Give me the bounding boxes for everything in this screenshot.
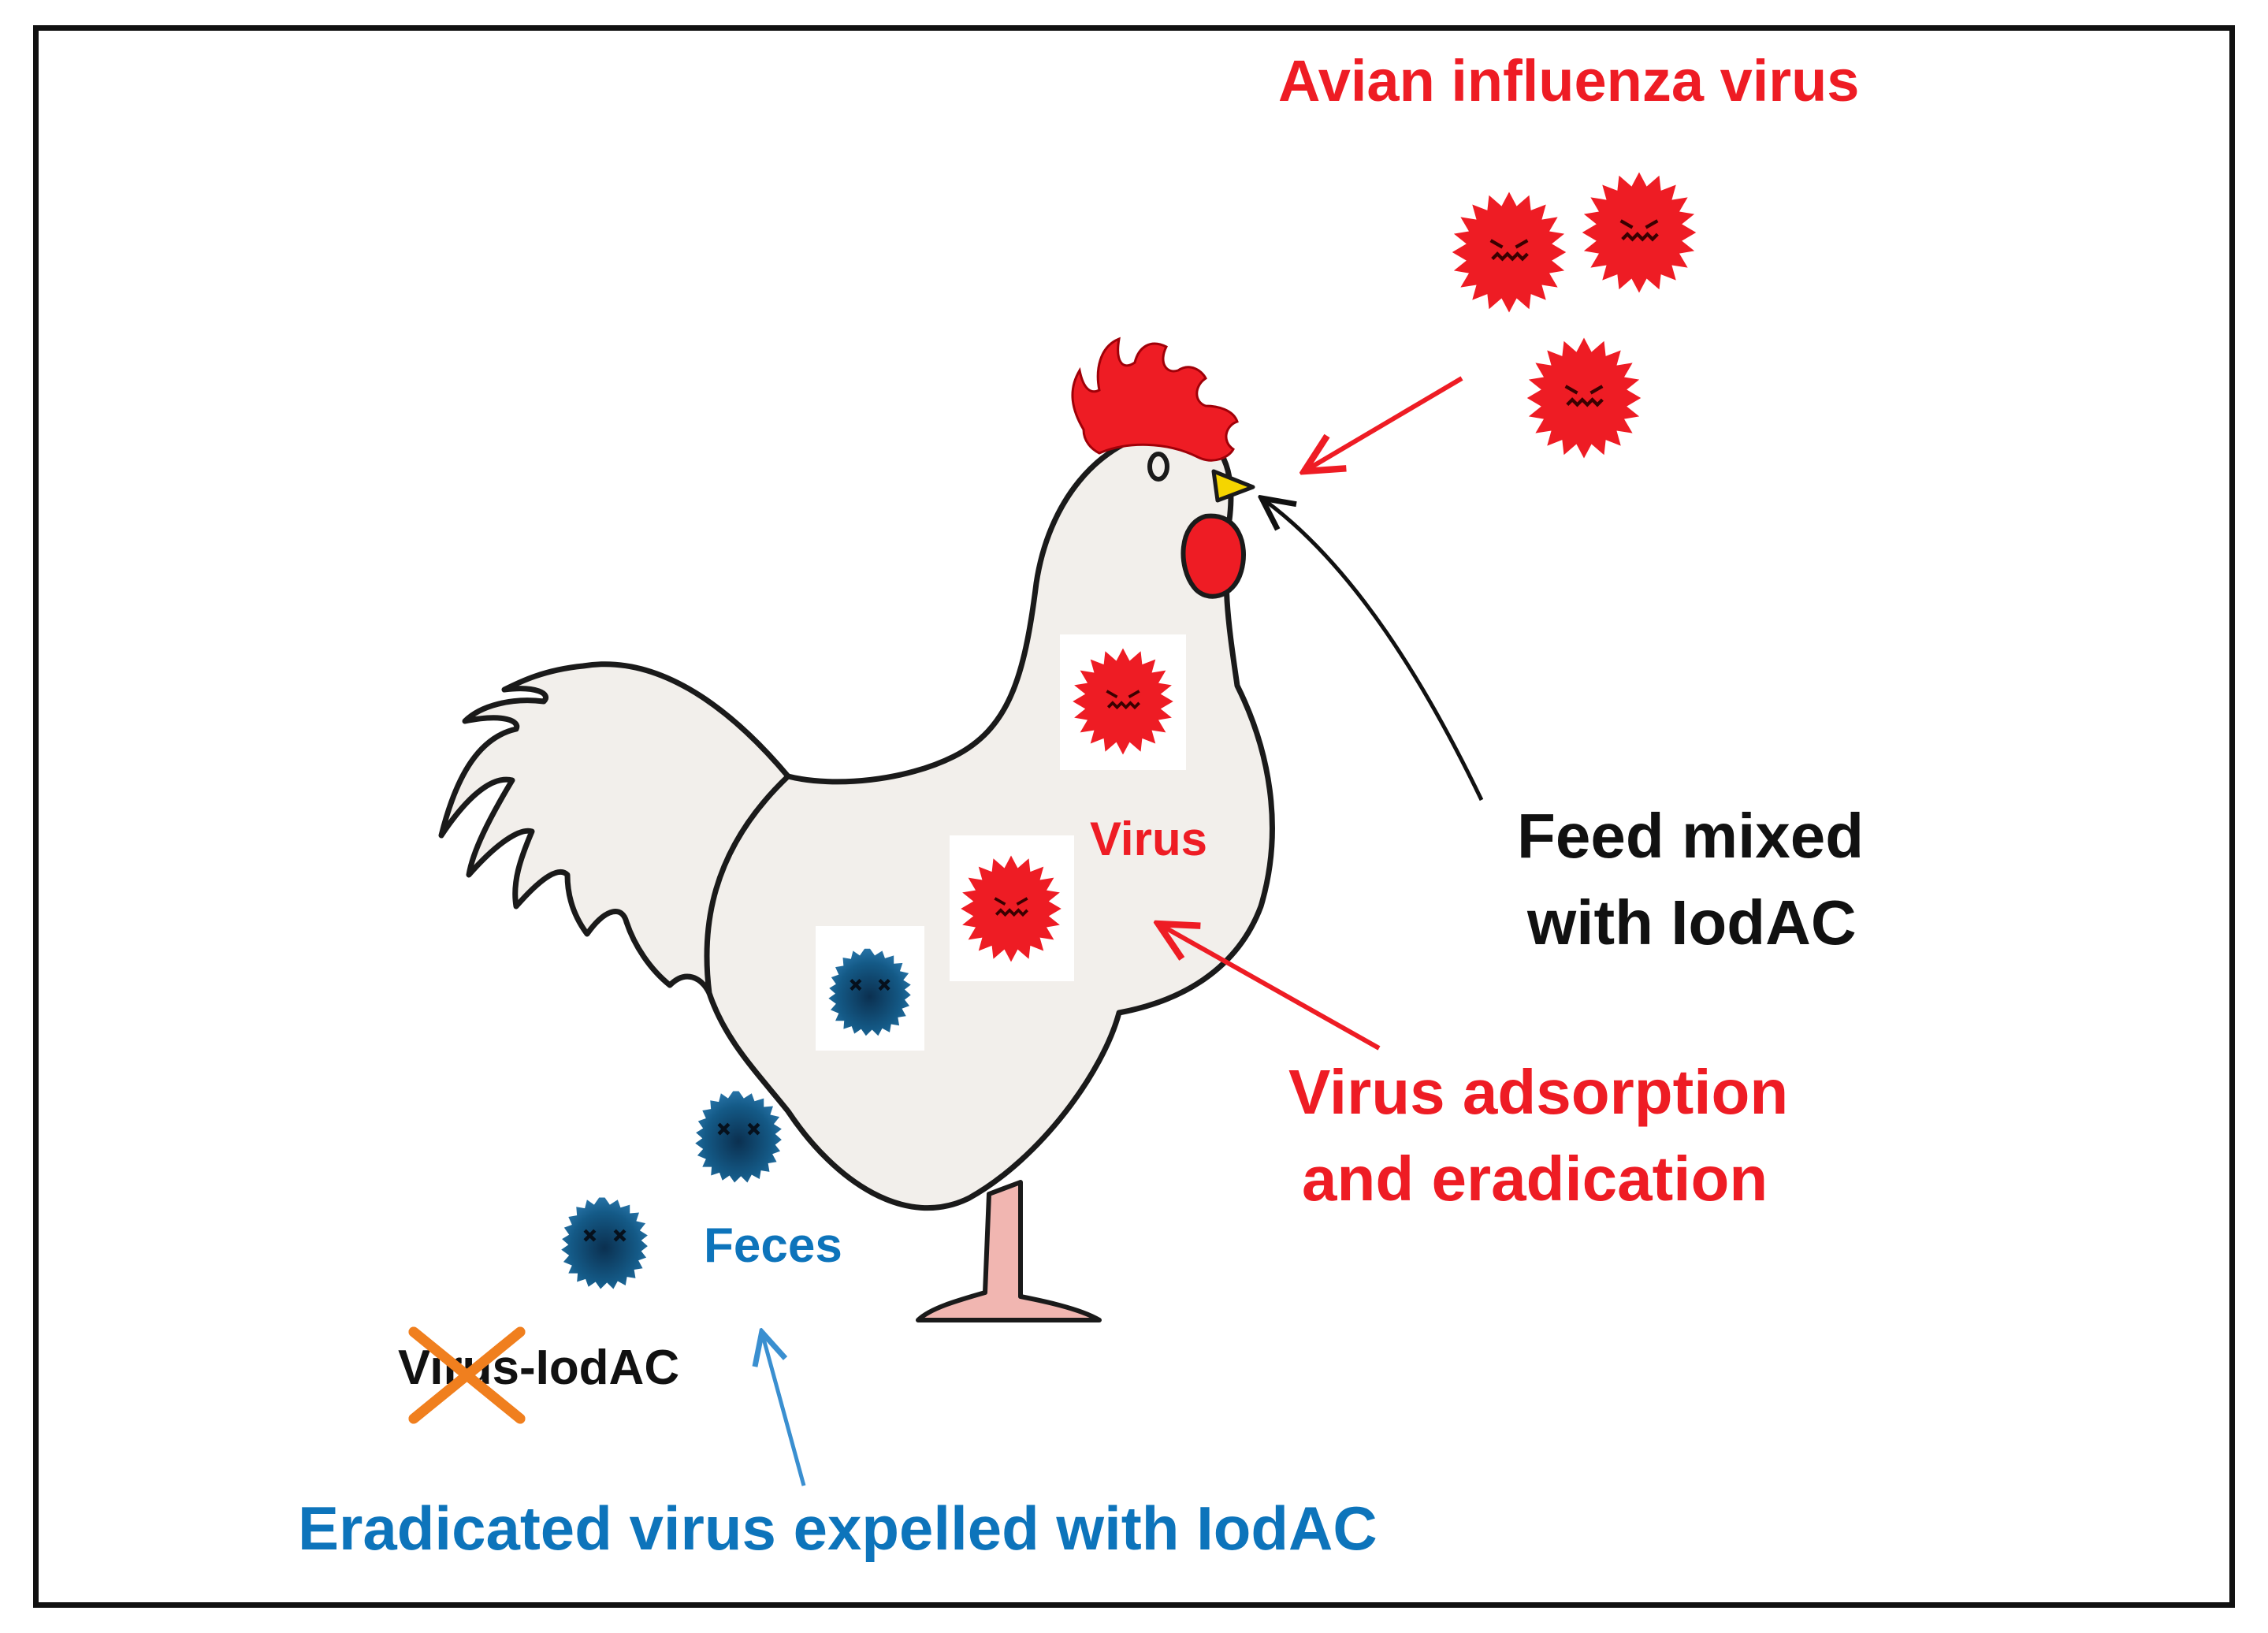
avian-virus-arrow — [1308, 376, 1463, 469]
expelled-label: Eradicated virus expelled with IodAC — [298, 1494, 1378, 1563]
adsorption-label-line2: and eradication — [1302, 1144, 1768, 1214]
expelled-arrow — [763, 1336, 806, 1486]
rooster-beak — [1211, 469, 1255, 503]
feed-label-line1: Feed mixed — [1517, 801, 1865, 871]
virus-iodac-label: Virus-IodAC — [398, 1341, 680, 1395]
virus-label: Virus — [1090, 813, 1207, 865]
adsorption-arrow — [1162, 926, 1381, 1051]
feces-label: Feces — [704, 1218, 842, 1273]
rooster-wattle — [1180, 513, 1246, 599]
avian-influenza-label: Avian influenza virus — [1278, 48, 1860, 113]
rooster-tail — [438, 661, 791, 1030]
rooster-leg — [916, 1180, 1102, 1322]
adsorption-label-line1: Virus adsorption — [1288, 1057, 1789, 1127]
rooster-eye — [1147, 452, 1169, 482]
rooster-comb — [1071, 337, 1239, 462]
feed-arrow — [1265, 500, 1484, 802]
feed-label-line2: with IodAC — [1527, 887, 1857, 958]
